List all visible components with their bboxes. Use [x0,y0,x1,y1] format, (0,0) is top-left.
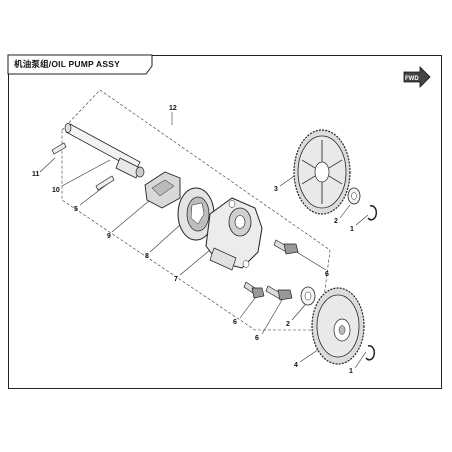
forward-arrow-icon: FWD [403,66,431,88]
circlip-1-upper [367,205,378,221]
callout-8: 8 [145,253,149,260]
title-tab [7,54,153,75]
callout-2-upper: 2 [334,218,338,225]
sleeve-9 [115,157,145,179]
callout-4: 4 [294,362,298,369]
callout-12: 12 [169,105,177,112]
washer-2-upper [347,187,361,205]
pump-body [205,197,263,271]
diagram-title: 机油泵组/OIL PUMP ASSY [14,59,120,69]
bolt-6-lower [243,281,265,299]
washer-2-lower [300,286,316,306]
pin-5 [95,175,115,191]
callout-2-lower: 2 [286,321,290,328]
callout-6-bottom: 6 [255,335,259,342]
callout-5: 5 [74,206,78,213]
outer-rotor [177,187,215,241]
circlip-1-lower [365,345,376,361]
callout-9: 9 [107,233,111,240]
dowel-pin-11 [51,142,67,155]
fwd-label: FWD [405,76,419,82]
callout-6-upper: 6 [325,271,329,278]
driven-gear-lower [311,287,365,365]
callout-6-lower: 6 [233,319,237,326]
inner-rotor [144,171,181,209]
callout-1-upper: 1 [350,226,354,233]
drive-gear-upper [293,129,351,215]
diagram-frame [8,55,442,389]
bolt-6-upper [273,239,299,255]
bolt-6-middle [265,285,293,301]
callout-10: 10 [52,187,60,194]
callout-1-lower: 1 [349,368,353,375]
callout-7: 7 [174,276,178,283]
callout-11: 11 [32,171,40,178]
callout-3: 3 [274,186,278,193]
